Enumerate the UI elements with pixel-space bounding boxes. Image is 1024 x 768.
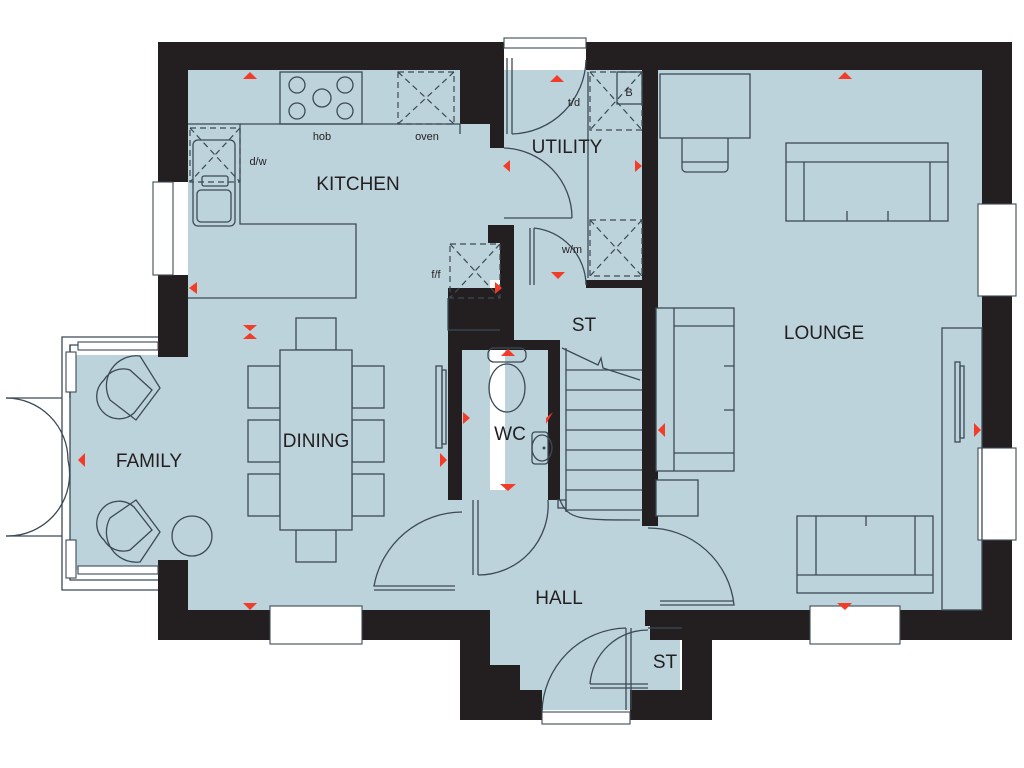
socket-marker bbox=[440, 453, 447, 467]
socket-marker bbox=[78, 453, 85, 467]
fridge-freezer-unit bbox=[449, 243, 501, 299]
window-lounge-bottom bbox=[809, 605, 901, 645]
family-furniture bbox=[96, 355, 213, 563]
chair bbox=[247, 473, 281, 517]
windows bbox=[152, 37, 1017, 725]
chair bbox=[247, 419, 281, 463]
boiler-unit bbox=[616, 71, 643, 105]
hob-burner bbox=[312, 88, 332, 108]
socket-marker bbox=[501, 349, 515, 356]
room-label-store-upper: ST bbox=[572, 315, 597, 336]
window-utility bbox=[503, 37, 587, 49]
room-label-kitchen: KITCHEN bbox=[316, 174, 399, 195]
washing-machine-unit bbox=[589, 219, 643, 277]
light-marker bbox=[243, 325, 257, 339]
side-table bbox=[171, 515, 213, 557]
socket-marker bbox=[546, 412, 553, 424]
wall-unit bbox=[941, 327, 983, 611]
hob-burner bbox=[288, 102, 306, 120]
label-oven: oven bbox=[415, 131, 439, 143]
socket-marker bbox=[243, 603, 257, 610]
window-lounge-lower bbox=[977, 447, 1017, 541]
front-door-threshold bbox=[541, 711, 631, 725]
basin bbox=[531, 434, 553, 462]
hob-burner bbox=[336, 102, 354, 120]
label-boiler: B bbox=[625, 87, 632, 99]
lounge-furniture bbox=[655, 73, 983, 611]
sofa bbox=[785, 142, 949, 222]
room-label-hall: HALL bbox=[535, 588, 583, 609]
socket-marker bbox=[500, 484, 516, 491]
hob-burner bbox=[336, 76, 354, 94]
kitchen-units bbox=[188, 71, 501, 331]
room-labels: KITCHEN UTILITY LOUNGE FAMILY DINING WC … bbox=[116, 137, 864, 673]
dishwasher-unit bbox=[189, 127, 241, 183]
room-label-utility: UTILITY bbox=[532, 137, 603, 158]
walls bbox=[158, 42, 1012, 720]
room-label-lounge: LOUNGE bbox=[784, 323, 864, 344]
chair bbox=[351, 365, 385, 409]
chair bbox=[247, 365, 281, 409]
socket-marker bbox=[551, 272, 565, 279]
socket-marker bbox=[550, 75, 564, 82]
desk bbox=[659, 73, 751, 139]
armchair-sofa bbox=[796, 515, 934, 594]
chair bbox=[295, 317, 337, 351]
socket-marker bbox=[837, 603, 852, 610]
label-fridge-freezer: f/f bbox=[431, 269, 441, 281]
bay-window bbox=[5, 336, 159, 591]
dining-table bbox=[279, 349, 353, 531]
doors bbox=[373, 58, 735, 713]
sink bbox=[192, 139, 236, 227]
electrical-markers bbox=[78, 72, 981, 610]
armchair bbox=[105, 355, 161, 421]
socket-marker bbox=[189, 282, 197, 294]
wc-fixtures bbox=[487, 347, 553, 465]
window-kitchen bbox=[152, 181, 174, 276]
socket-marker bbox=[658, 423, 665, 437]
utility-units bbox=[587, 71, 643, 278]
label-washing-machine: w/m bbox=[561, 244, 582, 256]
window-lounge-upper bbox=[977, 203, 1017, 297]
socket-marker bbox=[503, 160, 510, 172]
socket-marker bbox=[838, 72, 852, 79]
label-hob: hob bbox=[313, 131, 331, 143]
room-label-dining: DINING bbox=[283, 431, 350, 452]
oven-unit bbox=[397, 71, 455, 125]
chair bbox=[351, 473, 385, 517]
hob-unit bbox=[279, 71, 363, 125]
socket-marker bbox=[974, 423, 981, 437]
room-label-store-lower: ST bbox=[653, 652, 678, 673]
label-dishwasher: d/w bbox=[249, 156, 266, 168]
socket-marker bbox=[463, 412, 470, 424]
socket-marker bbox=[635, 160, 642, 172]
window-dining bbox=[269, 605, 363, 645]
chair bbox=[351, 419, 385, 463]
appliance-labels: hob oven d/w f/f t/d w/m B bbox=[249, 87, 632, 281]
chair bbox=[295, 529, 337, 563]
label-tumble-dryer: t/d bbox=[568, 97, 580, 109]
desk-chair bbox=[681, 138, 729, 173]
dining-furniture bbox=[247, 317, 447, 563]
toilet-cistern bbox=[487, 347, 527, 363]
toilet-bowl bbox=[488, 363, 526, 413]
room-label-family: FAMILY bbox=[116, 451, 182, 472]
hob-burner bbox=[288, 76, 306, 94]
staircase bbox=[557, 347, 642, 521]
sofa bbox=[655, 307, 735, 472]
side-table bbox=[655, 479, 699, 517]
socket-marker bbox=[495, 282, 502, 294]
socket-marker bbox=[243, 72, 257, 79]
room-label-wc: WC bbox=[494, 424, 526, 445]
